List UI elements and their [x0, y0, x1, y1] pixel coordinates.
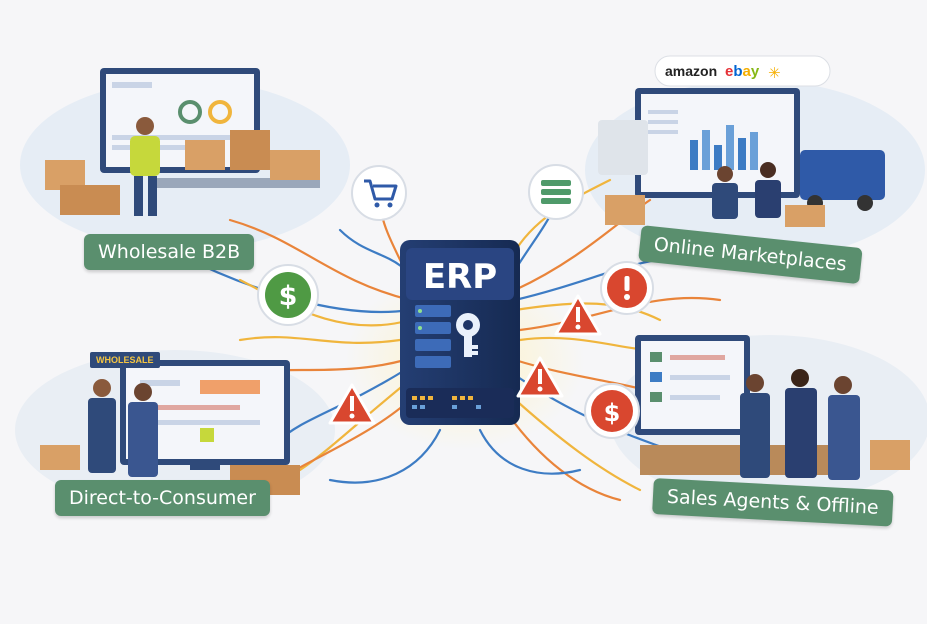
warning-icon-left — [328, 383, 376, 425]
wholesale-scene — [45, 68, 320, 216]
list-icon — [528, 164, 584, 220]
wholesale-b2b-label: Wholesale B2B — [84, 234, 255, 270]
erp-server — [400, 240, 520, 425]
marketplaces-scene: amazon ebay ✳ — [598, 55, 885, 227]
amazon-logo: amazon — [665, 63, 717, 79]
cart-icon — [351, 165, 407, 221]
warning-icon-right — [516, 356, 564, 398]
direct-to-consumer-label: Direct-to-Consumer — [55, 480, 270, 516]
key-icon — [456, 313, 480, 357]
ebay-logo: ebay — [725, 63, 760, 80]
walmart-spark-icon: ✳ — [768, 64, 781, 82]
agents-scene — [635, 335, 910, 480]
dollar-icon-left: $ — [257, 264, 319, 326]
erp-title: ERP — [423, 257, 497, 297]
svg-text:$: $ — [604, 399, 621, 427]
svg-text:$: $ — [279, 281, 298, 312]
alert-circle-icon — [600, 261, 654, 315]
dollar-icon-right: $ — [584, 383, 640, 439]
warning-icon-mid — [554, 294, 602, 336]
dtc-scene — [40, 360, 300, 495]
wholesale-sign: WHOLESALE — [90, 352, 160, 368]
